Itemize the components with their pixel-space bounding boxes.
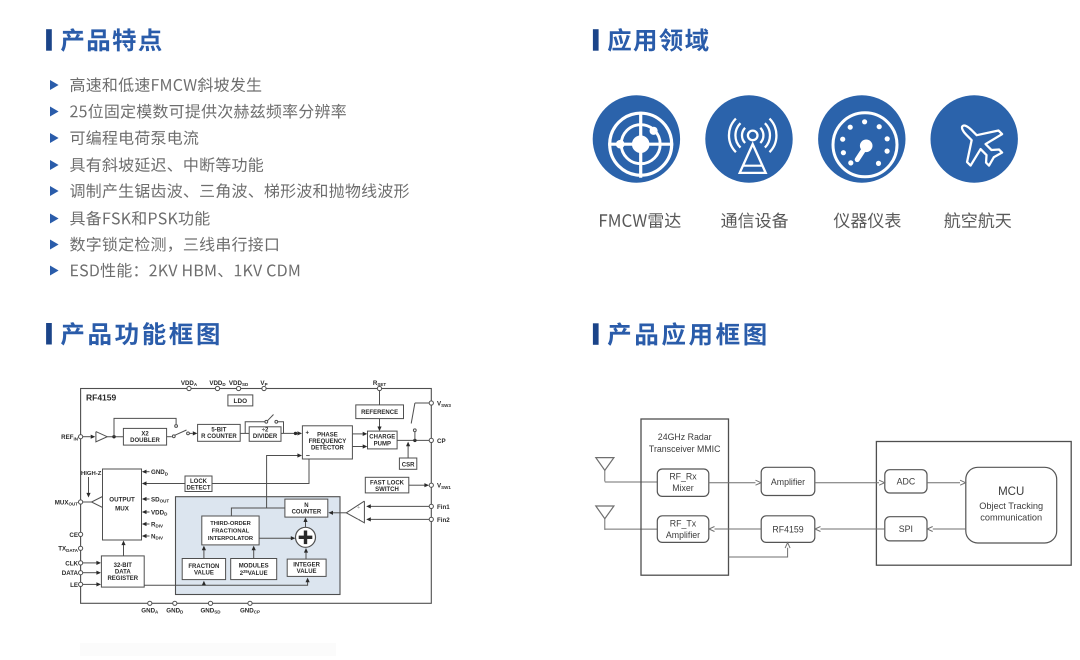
svg-text:VP: VP: [260, 380, 267, 387]
svg-text:÷2: ÷2: [262, 428, 269, 434]
svg-text:RF_Rx: RF_Rx: [669, 472, 697, 482]
svg-text:VDDD: VDDD: [151, 509, 168, 516]
svg-text:DATA: DATA: [115, 570, 131, 576]
svg-text:VDDA: VDDA: [181, 380, 198, 387]
svg-text:FREQUENCY: FREQUENCY: [309, 439, 347, 445]
svg-text:Transceiver MMIC: Transceiver MMIC: [649, 444, 721, 454]
svg-text:MCU: MCU: [998, 486, 1024, 498]
svg-text:Amplifier: Amplifier: [666, 530, 700, 540]
svg-text:OUTPUT: OUTPUT: [109, 497, 135, 504]
svg-text:FRACTION: FRACTION: [188, 564, 219, 570]
svg-text:CHARGE: CHARGE: [369, 435, 395, 441]
svg-text:MUX: MUX: [115, 506, 130, 513]
svg-text:MUXOUT: MUXOUT: [55, 499, 79, 506]
svg-text:24GHz Radar: 24GHz Radar: [658, 432, 712, 442]
svg-text:Mixer: Mixer: [672, 483, 694, 493]
svg-text:VALUE: VALUE: [194, 570, 214, 576]
svg-text:Object Tracking: Object Tracking: [979, 501, 1043, 511]
svg-text:SPI: SPI: [899, 524, 913, 534]
svg-text:THIRD-ORDER: THIRD-ORDER: [210, 521, 251, 527]
svg-text:INTERPOLATOR: INTERPOLATOR: [208, 536, 254, 542]
svg-text:Fin1: Fin1: [437, 504, 450, 511]
svg-text:REGISTER: REGISTER: [107, 576, 138, 582]
svg-text:+: +: [306, 431, 310, 437]
svg-text:225VALUE: 225VALUE: [240, 569, 268, 577]
svg-text:−: −: [306, 453, 310, 460]
svg-text:GNDA: GNDA: [141, 607, 159, 614]
svg-text:PHASE: PHASE: [317, 433, 338, 439]
svg-text:32-BIT: 32-BIT: [114, 563, 133, 569]
svg-text:DOUBLER: DOUBLER: [130, 438, 160, 444]
svg-text:CLK: CLK: [65, 560, 78, 567]
svg-text:SWITCH: SWITCH: [375, 487, 399, 493]
svg-text:ADC: ADC: [897, 477, 916, 487]
svg-text:LE: LE: [70, 582, 78, 589]
svg-text:DETECT: DETECT: [187, 485, 211, 491]
svg-text:RF_Tx: RF_Tx: [670, 518, 697, 528]
svg-text:CP: CP: [437, 438, 446, 445]
svg-text:FRACTIONAL: FRACTIONAL: [212, 529, 250, 535]
svg-text:COUNTER: COUNTER: [292, 510, 322, 516]
svg-text:VSW3: VSW3: [437, 401, 451, 408]
svg-text:GNDD: GNDD: [166, 607, 184, 614]
svg-text:RDIV: RDIV: [151, 521, 163, 528]
svg-text:REFIN: REFIN: [61, 434, 78, 441]
svg-text:RSET: RSET: [373, 380, 386, 387]
svg-text:LOCK: LOCK: [190, 479, 208, 485]
svg-text:LDO: LDO: [234, 398, 248, 405]
svg-text:MODULES: MODULES: [239, 564, 269, 570]
svg-text:DIVIDER: DIVIDER: [253, 434, 278, 440]
svg-text:5-BIT: 5-BIT: [211, 428, 226, 434]
svg-text:X2: X2: [141, 431, 149, 437]
svg-text:RF4159: RF4159: [86, 393, 117, 403]
svg-text:REFERENCE: REFERENCE: [361, 410, 398, 416]
svg-text:communication: communication: [980, 512, 1042, 522]
svg-text:PUMP: PUMP: [374, 441, 391, 447]
svg-text:Amplifier: Amplifier: [771, 477, 805, 487]
svg-text:GNDD: GNDD: [151, 469, 169, 476]
svg-text:GNDSD: GNDSD: [200, 607, 221, 614]
svg-text:+: +: [357, 505, 360, 511]
svg-text:CSR: CSR: [402, 462, 415, 468]
svg-text:−: −: [357, 517, 360, 523]
svg-text:NDIV: NDIV: [151, 533, 163, 540]
svg-text:VDDSD: VDDSD: [229, 380, 249, 387]
svg-text:SDOUT: SDOUT: [151, 496, 169, 503]
svg-text:INTEGER: INTEGER: [293, 563, 320, 569]
svg-text:N: N: [304, 503, 308, 509]
svg-text:Fin2: Fin2: [437, 517, 450, 524]
svg-text:VALUE: VALUE: [297, 569, 317, 575]
svg-text:RF4159: RF4159: [772, 525, 803, 535]
svg-text:FAST LOCK: FAST LOCK: [370, 480, 405, 486]
svg-text:R COUNTER: R COUNTER: [201, 434, 237, 440]
svg-text:VSW1: VSW1: [437, 483, 451, 490]
svg-text:DATA: DATA: [62, 570, 79, 577]
svg-text:VDDD: VDDD: [209, 380, 226, 387]
svg-text:DETECTOR: DETECTOR: [311, 446, 345, 452]
svg-text:TXDATA: TXDATA: [58, 546, 79, 553]
svg-text:CE: CE: [69, 532, 78, 539]
svg-text:HIGH-Z: HIGH-Z: [81, 471, 102, 477]
svg-text:GNDCP: GNDCP: [240, 607, 260, 614]
